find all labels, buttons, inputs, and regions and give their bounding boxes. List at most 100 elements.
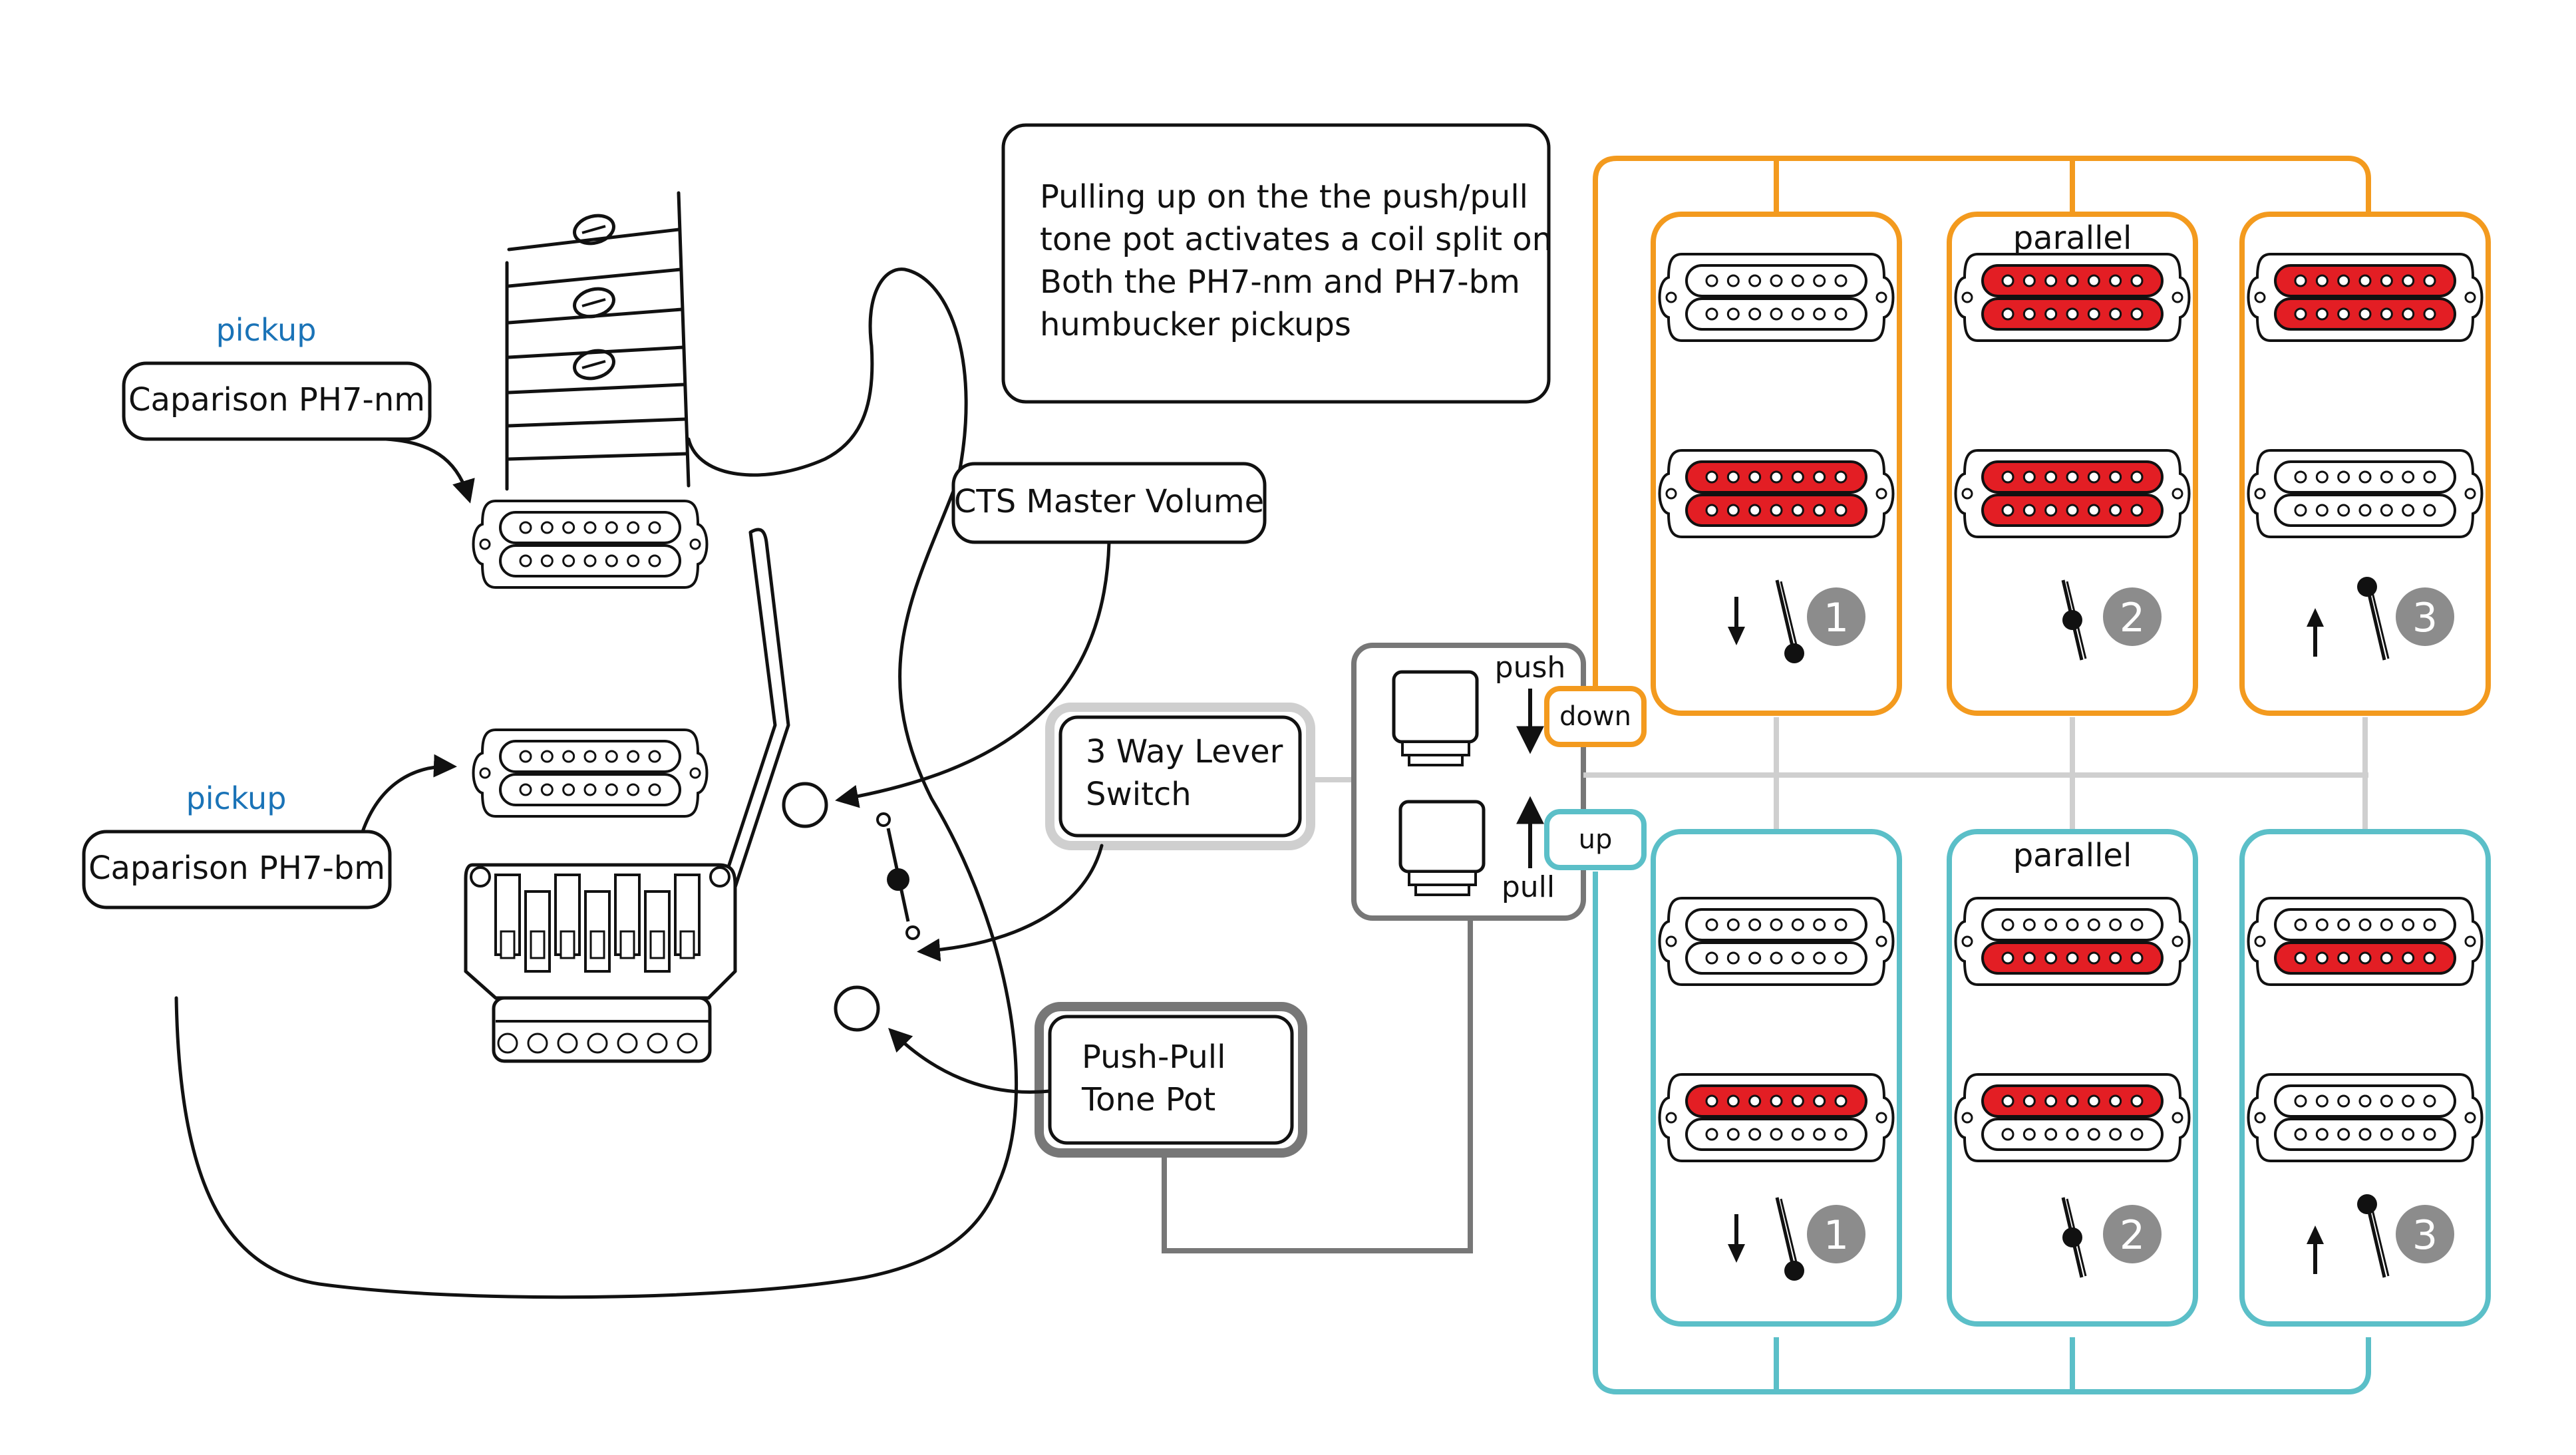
pole-piece (1791, 504, 1804, 517)
pole-piece (2044, 1094, 2058, 1108)
neck-humbucker-body (472, 500, 709, 589)
tone-label-line1: Push-Pull (1082, 1039, 1225, 1076)
bridge-humbucker (1658, 449, 1895, 538)
pole-piece (1770, 504, 1783, 517)
pole-piece (2315, 307, 2329, 321)
pole-piece (1791, 274, 1804, 287)
pole-piece (2294, 1094, 2307, 1108)
pole-piece (562, 521, 575, 534)
tone-knob[interactable] (834, 985, 880, 1032)
neck-pickup-caption: pickup (216, 312, 317, 348)
pole-piece (2001, 307, 2014, 321)
pole-piece (2337, 1128, 2350, 1141)
body-lever-switch[interactable] (876, 812, 920, 940)
bridge-pickup-caption: pickup (186, 780, 287, 816)
pole-piece (1834, 470, 1848, 484)
pole-piece (2294, 504, 2307, 517)
pole-piece (583, 521, 597, 534)
info-note-line1: Pulling up on the the push/pull (1040, 178, 1528, 216)
pole-piece (1791, 307, 1804, 321)
pole-piece (2001, 918, 2014, 931)
pole-piece (2294, 470, 2307, 484)
pole-piece (2130, 504, 2144, 517)
pole-piece (2066, 1094, 2079, 1108)
pole-piece (2130, 470, 2144, 484)
pole-piece (1813, 918, 1826, 931)
pole-piece (1834, 918, 1848, 931)
pole-piece (2402, 307, 2415, 321)
pole-piece (2109, 1094, 2122, 1108)
pole-piece (2001, 470, 2014, 484)
pole-piece (1726, 470, 1740, 484)
position-number-badge: 2 (2103, 1205, 2162, 1263)
pole-piece (2044, 951, 2058, 965)
guitar-outline (174, 191, 1019, 1299)
saddle (494, 874, 521, 1054)
pole-piece (2402, 1094, 2415, 1108)
pole-piece (1705, 1094, 1718, 1108)
pole-piece (2337, 274, 2350, 287)
push-pull-pot-diagram: push pull (1351, 643, 1586, 921)
pole-piece (648, 783, 661, 796)
pole-piece (540, 521, 554, 534)
pole-piece (562, 554, 575, 567)
saddle (524, 890, 551, 1054)
pole-piece (2087, 1128, 2100, 1141)
pole-piece (2315, 274, 2329, 287)
panel-caption: parallel (2013, 220, 2132, 257)
bridge-humbucker (1658, 1073, 1895, 1162)
pole-piece (2423, 1128, 2436, 1141)
neck-pickup-label-box (122, 361, 432, 441)
pole-piece (2402, 918, 2415, 931)
arrow-down-icon (1728, 597, 1745, 645)
lever-position-icon (2357, 577, 2390, 661)
pole-piece (562, 783, 575, 796)
pole-piece (2087, 918, 2100, 931)
pole-piece (2066, 1128, 2079, 1141)
pole-piece (2423, 504, 2436, 517)
connector-lines (1162, 777, 1473, 1253)
pole-piece (2130, 918, 2144, 931)
arrow-down-icon (1728, 1214, 1745, 1263)
pole-piece (2001, 274, 2014, 287)
pole-piece (1834, 504, 1848, 517)
position-panel: 3 (2239, 212, 2491, 716)
pole-piece (1748, 307, 1762, 321)
pole-piece (2087, 307, 2100, 321)
pole-piece (1834, 307, 1848, 321)
down-label: down (1559, 701, 1631, 732)
pole-piece (2423, 307, 2436, 321)
pole-piece (2294, 274, 2307, 287)
pole-piece (2130, 307, 2144, 321)
pole-piece (2022, 1094, 2036, 1108)
info-note-box (1001, 123, 1551, 404)
pole-piece (1834, 1128, 1848, 1141)
pole-piece (2358, 504, 2372, 517)
pole-piece (2380, 274, 2393, 287)
pole-piece (2423, 951, 2436, 965)
pole-piece (1813, 470, 1826, 484)
pole-piece (2294, 307, 2307, 321)
pole-piece (1705, 1128, 1718, 1141)
pole-piece (1726, 918, 1740, 931)
volume-knob[interactable] (782, 782, 828, 828)
bridge-humbucker (1954, 449, 2191, 538)
pole-piece (2337, 918, 2350, 931)
lever-position-icon (2061, 579, 2087, 661)
pole-piece (1770, 918, 1783, 931)
pole-piece (2022, 504, 2036, 517)
fretboard (505, 191, 691, 491)
pole-piece (1834, 1094, 1848, 1108)
lever-position-icon (1775, 1197, 1804, 1281)
pole-piece (1813, 307, 1826, 321)
info-note-line4: humbucker pickups (1040, 306, 1351, 343)
pole-piece (1748, 951, 1762, 965)
pole-piece (1834, 951, 1848, 965)
pole-piece (2044, 470, 2058, 484)
pole-piece (1770, 307, 1783, 321)
pole-piece (2380, 951, 2393, 965)
pole-piece (2315, 504, 2329, 517)
neck-humbucker (1658, 253, 1895, 342)
